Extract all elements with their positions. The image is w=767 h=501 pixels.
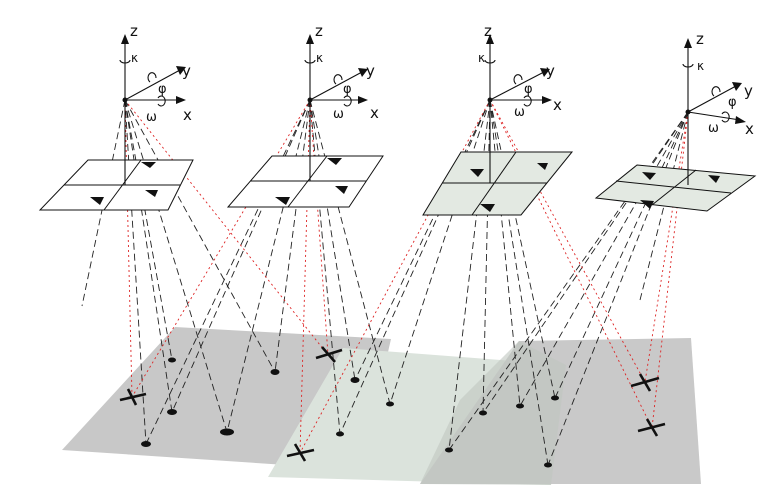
ground-point: [516, 403, 524, 409]
camera-1-z-label: z: [130, 22, 138, 40]
ground-point: [350, 377, 360, 383]
ground-point: [551, 395, 559, 401]
ground-point: [270, 369, 280, 375]
tie-point-cross: [286, 443, 315, 462]
camera-4-x-label: x: [745, 120, 754, 138]
camera-3-omega-label: ω: [514, 105, 525, 120]
camera-2-y-label: y: [366, 62, 375, 80]
ground-overlap: [420, 341, 566, 485]
camera-2-x-label: x: [370, 104, 379, 122]
camera-4-axes: z κ y φ x ω: [682, 30, 754, 185]
camera-1-omega-label: ω: [146, 110, 157, 125]
ground-point: [479, 410, 487, 416]
camera-4-kappa-label: κ: [697, 59, 704, 73]
camera-1-kappa-label: κ: [131, 51, 138, 65]
camera-2-axes: z κ y φ x ω: [304, 22, 379, 181]
camera-2-kappa-label: κ: [316, 51, 323, 65]
ground-point: [544, 462, 552, 468]
camera-1-x-label: x: [183, 106, 192, 124]
tie-point-cross: [637, 418, 666, 437]
camera-3-phi-label: φ: [524, 82, 533, 97]
ground-point: [168, 357, 176, 363]
tie-point-cross: [119, 388, 147, 406]
ground-footprints: [62, 327, 701, 485]
camera-2-omega-label: ω: [333, 107, 344, 122]
ground-point: [336, 431, 344, 437]
camera-3-x-label: x: [553, 96, 562, 114]
camera-3-kappa-label: κ: [478, 51, 485, 65]
camera-1-axes: z κ y φ x ω: [119, 22, 192, 185]
camera-axes: z κ y φ x ω z κ y φ x ω: [119, 22, 754, 185]
ground-point: [167, 409, 177, 415]
tie-point-crosses: [119, 346, 666, 462]
camera-1-y-label: y: [182, 62, 191, 80]
tie-point-cross: [315, 346, 343, 363]
camera-2-phi-label: φ: [343, 82, 352, 97]
ground-points: [141, 357, 559, 468]
image-plane-1: [38, 159, 194, 211]
camera-4-z-label: z: [696, 30, 704, 48]
image-planes: [38, 151, 757, 216]
camera-3-y-label: y: [546, 62, 555, 80]
ground-point: [445, 447, 453, 453]
image-plane-2: [226, 155, 384, 208]
tie-point-cross: [630, 373, 660, 392]
camera-3-z-label: z: [484, 22, 492, 40]
ground-point: [141, 441, 151, 447]
image-plane-3: [422, 151, 574, 216]
ground-point: [386, 401, 394, 407]
camera-2-z-label: z: [315, 22, 323, 40]
image-plane-4: [594, 164, 757, 212]
camera-4-omega-label: ω: [708, 121, 719, 136]
camera-3-axes: z κ y φ x ω: [478, 22, 562, 183]
camera-4-y-label: y: [744, 82, 753, 100]
ground-point: [220, 428, 234, 436]
camera-4-phi-label: φ: [728, 95, 737, 110]
camera-1-phi-label: φ: [158, 82, 167, 97]
